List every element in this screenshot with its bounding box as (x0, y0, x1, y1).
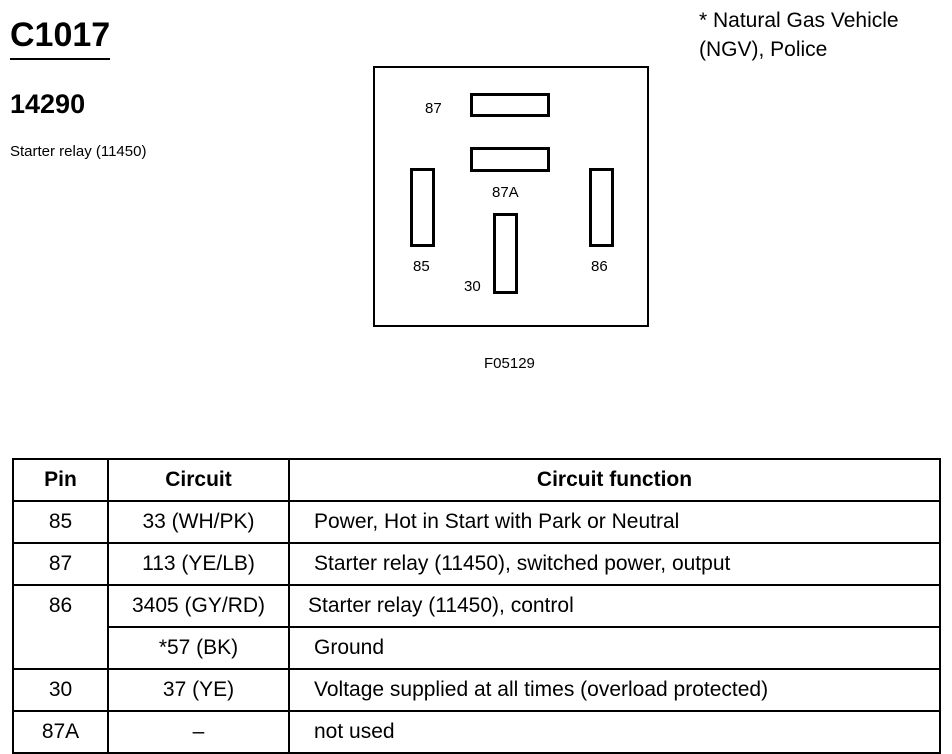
header-circuit-function: Circuit function (288, 458, 941, 502)
circuit-cell: *57 (BK) (107, 626, 290, 670)
part-number: 14290 (10, 89, 86, 119)
circuit-cell: 3405 (GY/RD) (107, 584, 290, 628)
circuit-cell: 37 (YE) (107, 668, 290, 712)
pin-cell: 87A (12, 710, 109, 754)
figure-code: F05129 (484, 355, 535, 372)
footnote: * Natural Gas Vehicle (NGV), Police (699, 6, 899, 64)
label-87: 87 (425, 100, 442, 117)
label-85: 85 (413, 258, 430, 275)
pin-table: Pin Circuit Circuit function 85 33 (WH/P… (12, 458, 941, 754)
terminal-30 (493, 213, 518, 294)
function-cell: Power, Hot in Start with Park or Neutral (288, 500, 941, 544)
table-row: *57 (BK) Ground (13, 626, 941, 670)
pin-cell: 85 (12, 500, 109, 544)
table-row: 87A – not used (12, 710, 941, 754)
circuit-cell: – (107, 710, 290, 754)
table-row: 85 33 (WH/PK) Power, Hot in Start with P… (12, 500, 941, 544)
label-87a: 87A (492, 184, 519, 201)
pin-cell: 30 (12, 668, 109, 712)
header-pin: Pin (12, 458, 109, 502)
terminal-87 (470, 93, 550, 117)
connector-description: Starter relay (11450) (10, 143, 147, 160)
function-cell: Voltage supplied at all times (overload … (288, 668, 941, 712)
pin-cell: 86 (12, 584, 109, 670)
header-circuit: Circuit (107, 458, 290, 502)
function-cell: not used (288, 710, 941, 754)
terminal-87a (470, 147, 550, 172)
pin-cell: 87 (12, 542, 109, 586)
function-cell: Starter relay (11450), switched power, o… (288, 542, 941, 586)
connector-id: C1017 (10, 16, 111, 60)
relay-pinout-diagram: 87 87A 85 86 30 (373, 66, 649, 327)
label-86: 86 (591, 258, 608, 275)
terminal-86 (589, 168, 614, 247)
table-header-row: Pin Circuit Circuit function (12, 458, 941, 502)
table-row: 87 113 (YE/LB) Starter relay (11450), sw… (12, 542, 941, 586)
label-30: 30 (464, 278, 481, 295)
function-cell: Ground (288, 626, 941, 670)
circuit-cell: 33 (WH/PK) (107, 500, 290, 544)
table-row: 30 37 (YE) Voltage supplied at all times… (12, 668, 941, 712)
footnote-line-2: (NGV), Police (699, 38, 828, 61)
terminal-85 (410, 168, 435, 247)
circuit-cell: 113 (YE/LB) (107, 542, 290, 586)
footnote-line-1: * Natural Gas Vehicle (699, 9, 899, 32)
function-cell: Starter relay (11450), control (288, 584, 941, 628)
table-row: 86 3405 (GY/RD) Starter relay (11450), c… (12, 584, 941, 670)
